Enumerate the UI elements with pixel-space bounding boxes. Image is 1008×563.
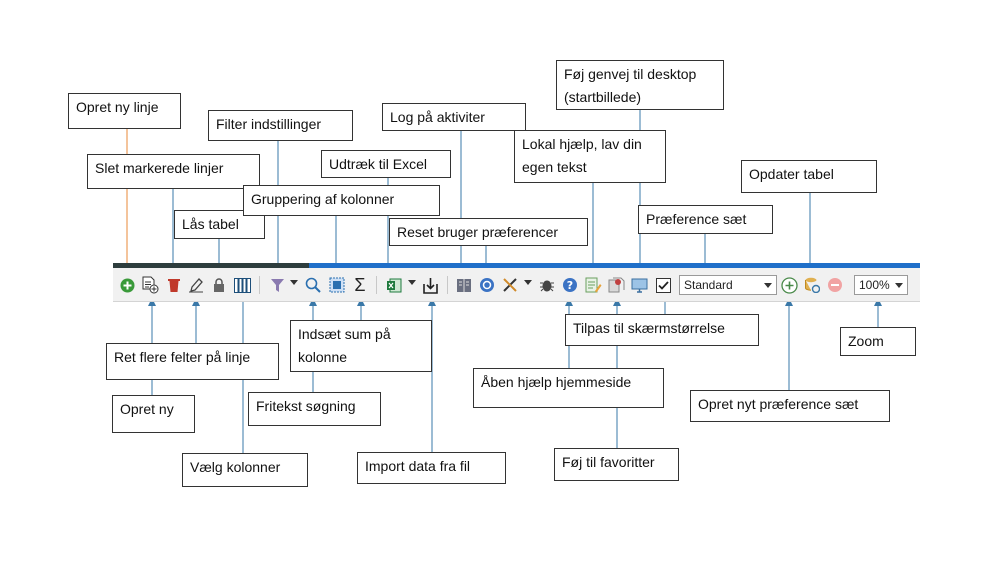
tools-dropdown-caret[interactable] (524, 280, 532, 285)
callout-filter-indstillinger: Filter indstillinger (208, 110, 353, 141)
chevron-down-icon (895, 283, 903, 288)
grouping-icon[interactable] (328, 276, 346, 294)
magnifier-icon[interactable] (304, 276, 322, 294)
callout-udtraek-excel: Udtræk til Excel (321, 150, 451, 178)
pencil-icon[interactable] (187, 276, 205, 294)
zoom-value: 100% (859, 278, 890, 292)
preference-set-value: Standard (684, 278, 733, 292)
toolbar-top-bar-blue (309, 263, 920, 268)
toolbar: Σ ? Standard 100% (113, 268, 920, 302)
callout-vaelg-kolonner: Vælg kolonner (182, 453, 308, 487)
callout-foej-favoritter: Føj til favoritter (554, 448, 679, 481)
help-icon[interactable]: ? (561, 276, 579, 294)
callout-gruppering: Gruppering af kolonner (243, 185, 440, 216)
filter-dropdown-caret[interactable] (290, 280, 298, 285)
callout-foej-genvej: Føj genvej til desktop (startbillede) (556, 60, 724, 110)
callout-aaben-hjaelp: Åben hjælp hjemmeside (473, 368, 664, 408)
bug-icon[interactable] (538, 276, 556, 294)
local-help-icon[interactable] (584, 276, 602, 294)
lock-icon[interactable] (210, 276, 228, 294)
callout-import-data: Import data fra fil (357, 452, 506, 484)
columns-icon[interactable] (233, 276, 251, 294)
desktop-shortcut-icon[interactable] (630, 276, 648, 294)
filter-icon[interactable] (268, 276, 286, 294)
import-icon[interactable] (421, 276, 439, 294)
callout-zoom: Zoom (840, 327, 916, 356)
callout-reset-bruger: Reset bruger præferencer (389, 218, 588, 246)
trash-icon[interactable] (165, 276, 183, 294)
minus-circle-icon[interactable] (826, 276, 844, 294)
favorite-icon[interactable] (607, 276, 625, 294)
toolbar-separator (259, 276, 260, 294)
log-book-icon[interactable] (455, 276, 473, 294)
reset-icon[interactable] (478, 276, 496, 294)
chevron-down-icon (764, 283, 772, 288)
svg-text:?: ? (567, 279, 573, 292)
callout-opret-ny-linje: Opret ny linje (68, 93, 181, 129)
callout-indsaet-sum: Indsæt sum på kolonne (290, 320, 432, 372)
edit-document-icon[interactable] (141, 276, 159, 294)
callout-fritekst: Fritekst søgning (248, 392, 381, 426)
toolbar-separator (376, 276, 377, 294)
excel-icon[interactable] (385, 276, 403, 294)
toolbar-separator (447, 276, 448, 294)
callout-slet-markerede: Slet markerede linjer (87, 154, 260, 189)
callout-log-paa-aktiviter: Log på aktiviter (382, 103, 526, 131)
callout-ret-flere: Ret flere felter på linje (106, 343, 279, 380)
zoom-select[interactable]: 100% (854, 275, 908, 295)
callout-tilpas: Tilpas til skærmstørrelse (565, 314, 759, 346)
callout-opret-nyt-praeference: Opret nyt præference sæt (690, 390, 890, 422)
sigma-icon[interactable]: Σ (354, 274, 366, 295)
refresh-table-icon[interactable] (803, 276, 821, 294)
plus-circle-icon[interactable] (780, 276, 798, 294)
toolbar-top-bar-dark (113, 263, 309, 268)
callout-lokal-hjaelp: Lokal hjælp, lav din egen tekst (514, 130, 666, 183)
callout-opret-ny: Opret ny (112, 395, 195, 433)
preference-set-select[interactable]: Standard (679, 275, 777, 295)
excel-dropdown-caret[interactable] (408, 280, 416, 285)
add-circle-icon[interactable] (118, 276, 136, 294)
checkbox-icon[interactable] (654, 276, 672, 294)
callout-praeference-saet: Præference sæt (638, 205, 773, 234)
tools-icon[interactable] (501, 276, 519, 294)
callout-opdater-tabel: Opdater tabel (741, 160, 877, 193)
